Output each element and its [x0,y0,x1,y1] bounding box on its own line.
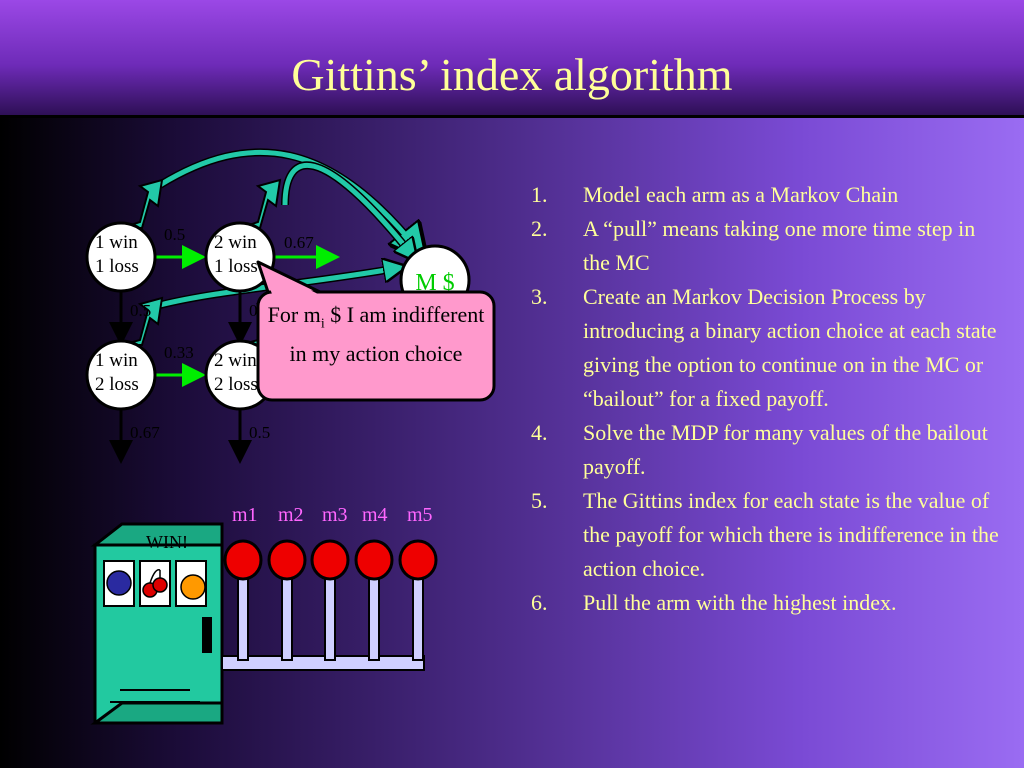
state-label-2win-2loss: 2 win 2 loss [214,350,258,395]
plum-icon [106,570,132,596]
steps-list: 1.Model each arm as a Markov Chain 2.A “… [531,178,1001,620]
callout-text: For mi $ I am indifferent in my action c… [267,302,485,367]
arm-label-m4: m4 [362,504,388,526]
lever-shaft-m3[interactable] [324,574,336,661]
list-item: 6.Pull the arm with the highest index. [531,590,897,615]
lever-shaft-m2[interactable] [281,574,293,661]
title-bar: Gittins’ index algorithm [0,0,1024,118]
prob-label: 0.67 [284,233,314,252]
prob-label: 0.5 [130,301,151,320]
state-label-1win-1loss: 1 win 1 loss [95,232,139,277]
lever-knob-m5[interactable] [398,539,438,581]
state-label-2win-1loss: 2 win 1 loss [214,232,258,277]
state-2win-1loss [204,221,276,293]
transition-arrows [109,245,340,464]
list-item: 2.A “pull” means taking one more time st… [531,216,976,275]
callout-bubble [256,260,496,402]
bailout-arrows [157,148,418,309]
orange-icon [180,574,206,600]
lever-rack [221,655,425,671]
prob-label: 0.67 [130,423,160,442]
arm-label-m2: m2 [278,504,304,526]
prob-label: 0.33 [164,343,194,362]
slot-sign: WIN! [146,532,188,552]
lever-shaft-m1[interactable] [237,574,249,661]
levers [223,539,438,661]
lever-knob-m3[interactable] [310,539,350,581]
lever-shaft-m4[interactable] [368,574,380,661]
lever-knob-m4[interactable] [354,539,394,581]
list-item: 3.Create an Markov Decision Process by i… [531,284,997,411]
state-1win-2loss [85,339,157,411]
arm-label-m1: m1 [232,504,258,526]
arm-label-m3: m3 [322,504,348,526]
slot-machine: WIN! [90,522,224,725]
state-label-1win-2loss: 1 win 2 loss [95,350,139,395]
lever-knob-m2[interactable] [267,539,307,581]
list-item: 4.Solve the MDP for many values of the b… [531,420,988,479]
prob-label: 0.5 [164,225,185,244]
prob-label: 0.5 [249,423,270,442]
lever-knob-m1[interactable] [223,539,263,581]
lever-shaft-m5[interactable] [412,574,424,661]
slide-title: Gittins’ index algorithm [291,49,733,100]
list-item: 5.The Gittins index for each state is th… [531,488,999,581]
arm-label-m5: m5 [407,504,433,526]
list-item: 1.Model each arm as a Markov Chain [531,182,899,207]
state-1win-1loss [85,221,157,293]
